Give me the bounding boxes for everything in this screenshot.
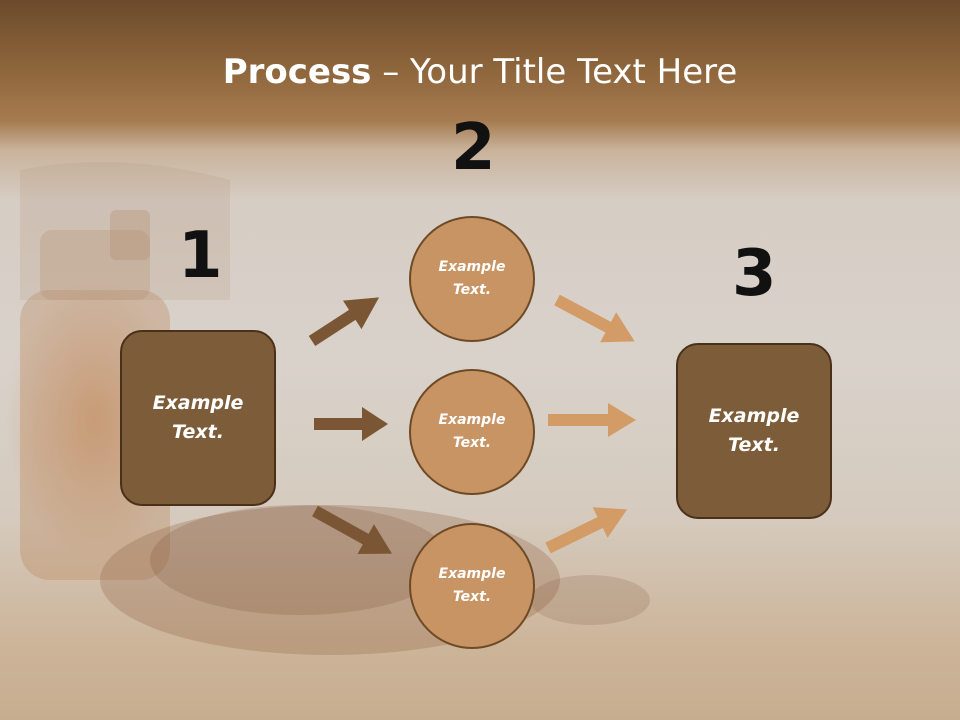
arrows-step1-to-step2 xyxy=(308,297,392,554)
loose-beans-shape xyxy=(530,575,650,625)
grinder-knob-shape xyxy=(110,210,150,260)
step-2-circle-bottom: Example Text. xyxy=(409,523,535,649)
step-2-circle-bottom-text: Example Text. xyxy=(438,566,506,605)
step-2-circle-middle-text: Example Text. xyxy=(438,412,506,451)
arrow-bottom-to-3 xyxy=(545,507,628,554)
slide-title: Process – Your Title Text Here xyxy=(0,52,960,92)
arrow-1-to-middle xyxy=(314,407,388,441)
step-3-box-text: Example Text. xyxy=(708,405,800,456)
title-bold-text: Process xyxy=(222,52,372,92)
title-rest-text: – Your Title Text Here xyxy=(371,52,738,92)
step-2-circle-top-text: Example Text. xyxy=(438,259,506,298)
step-number-1: 1 xyxy=(178,219,223,293)
arrow-1-to-top xyxy=(308,297,380,347)
step-number-2: 2 xyxy=(451,111,496,185)
arrow-1-to-bottom xyxy=(312,505,392,554)
step-1-box-text: Example Text. xyxy=(152,392,244,443)
step-3-box: Example Text. xyxy=(676,343,832,519)
step-1-box: Example Text. xyxy=(120,330,276,506)
grinder-top-shape xyxy=(40,230,150,300)
arrow-top-to-3 xyxy=(554,294,635,343)
arrow-middle-to-3 xyxy=(548,403,636,437)
step-number-3: 3 xyxy=(732,237,777,311)
grinder-handle-shape xyxy=(20,162,230,300)
step-2-circle-middle: Example Text. xyxy=(409,369,535,495)
arrows-step2-to-step3 xyxy=(545,294,636,554)
step-2-circle-top: Example Text. xyxy=(409,216,535,342)
